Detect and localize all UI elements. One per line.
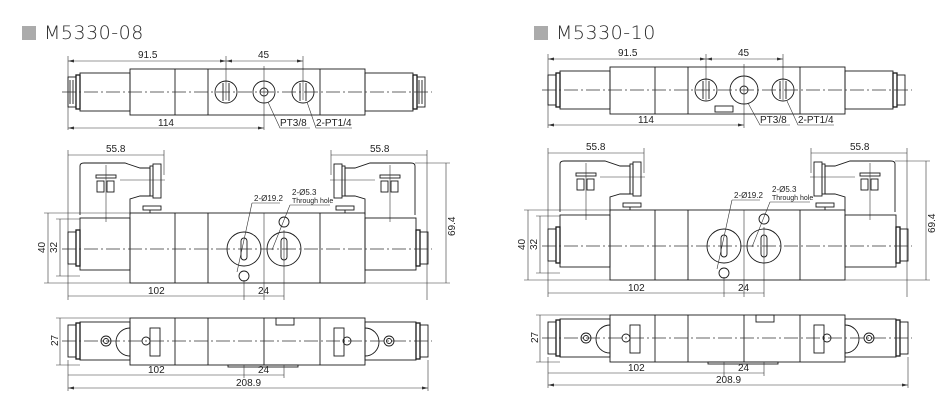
dim-114: 114 bbox=[158, 118, 174, 129]
label-through-hole-note: Through hole bbox=[292, 198, 333, 205]
bottom-view: 27 102 24 208.9 bbox=[50, 317, 432, 391]
label-2-pt1-4: 2-PT1/4 bbox=[798, 115, 834, 126]
label-2-pt1-4: 2-PT1/4 bbox=[316, 118, 352, 129]
dim-69-4: 69.4 bbox=[447, 216, 458, 236]
technical-drawing-m5330-10: 91.5 45 PT3/8 2-PT1/4 bbox=[517, 48, 938, 388]
dim-24: 24 bbox=[258, 286, 270, 297]
title-square-icon bbox=[22, 26, 36, 40]
technical-drawing-m5330-08: 91.5 45 bbox=[37, 50, 458, 391]
dim-40: 40 bbox=[517, 238, 528, 250]
label-mount-hole: 2-Ø19.2 bbox=[734, 191, 763, 200]
model-title-text: M5330-10 bbox=[556, 22, 656, 44]
dim-coil-right: 55.8 bbox=[370, 144, 390, 155]
dim-32: 32 bbox=[49, 241, 60, 253]
label-through-hole-size: 2-Ø5.3 bbox=[292, 188, 317, 197]
dim-102-bottom: 102 bbox=[628, 363, 645, 374]
dim-24: 24 bbox=[738, 283, 750, 294]
dim-24-bottom: 24 bbox=[738, 363, 750, 374]
bottom-view: 27 102 24 208.9 bbox=[530, 314, 912, 388]
label-pt3-8: PT3/8 bbox=[280, 118, 307, 129]
label-through-hole-size: 2-Ø5.3 bbox=[772, 185, 797, 194]
drawing-panel-m5330-08: M5330-08 91.5 45 bbox=[0, 0, 475, 413]
dim-69-4: 69.4 bbox=[927, 213, 938, 233]
label-mount-hole: 2-Ø19.2 bbox=[254, 194, 283, 203]
dim-45: 45 bbox=[258, 50, 270, 61]
dim-coil-left: 55.8 bbox=[586, 142, 606, 153]
title-square-icon bbox=[534, 26, 548, 40]
dim-27: 27 bbox=[530, 331, 541, 343]
top-view: 91.5 45 bbox=[62, 50, 432, 130]
dim-32: 32 bbox=[529, 238, 540, 250]
dim-102: 102 bbox=[628, 283, 645, 294]
dim-102: 102 bbox=[148, 286, 165, 297]
dim-27: 27 bbox=[50, 334, 61, 346]
top-view: 91.5 45 PT3/8 2-PT1/4 bbox=[542, 48, 912, 128]
model-title: M5330-10 bbox=[534, 22, 656, 44]
dim-102-bottom: 102 bbox=[148, 365, 165, 376]
model-title: M5330-08 bbox=[22, 22, 144, 44]
label-pt3-8: PT3/8 bbox=[760, 115, 787, 126]
label-through-hole-note: Through hole bbox=[772, 195, 813, 202]
front-view: 55.8 55.8 bbox=[37, 144, 458, 300]
dim-coil-right: 55.8 bbox=[850, 142, 870, 153]
dim-91-5: 91.5 bbox=[138, 50, 158, 61]
dim-208-9: 208.9 bbox=[716, 375, 741, 386]
dim-114: 114 bbox=[638, 115, 654, 126]
dim-24-bottom: 24 bbox=[258, 365, 270, 376]
dim-coil-left: 55.8 bbox=[106, 144, 126, 155]
dim-45: 45 bbox=[738, 48, 750, 59]
drawing-panel-m5330-10: M5330-10 91.5 45 bbox=[476, 0, 951, 413]
dim-91-5: 91.5 bbox=[618, 48, 638, 59]
model-title-text: M5330-08 bbox=[44, 22, 144, 44]
dim-208-9: 208.9 bbox=[236, 378, 261, 389]
front-view: 55.8 55.8 bbox=[517, 142, 938, 297]
dim-40: 40 bbox=[37, 241, 48, 253]
